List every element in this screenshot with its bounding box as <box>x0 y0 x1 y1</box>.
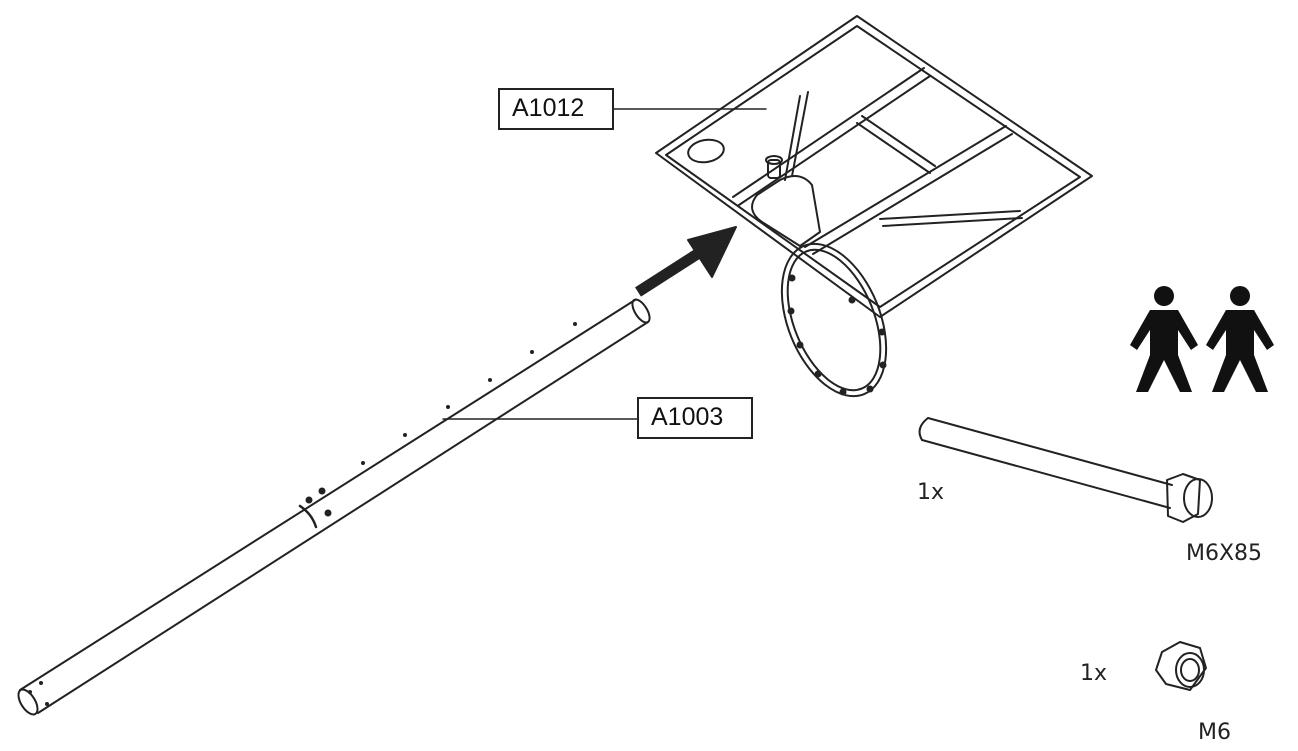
hex-nut-icon <box>1155 641 1207 691</box>
two-person-icon <box>1130 286 1274 392</box>
pole-tube <box>17 298 651 716</box>
person-icon <box>1130 286 1198 392</box>
part-label-pole: A1003 <box>637 397 753 439</box>
hex-bolt-icon <box>918 417 1213 523</box>
bolt-size-label: M6X85 <box>1186 541 1263 566</box>
person-icon <box>1206 286 1274 392</box>
backboard-frame <box>655 15 1093 318</box>
nut-size-label: M6 <box>1198 720 1231 745</box>
basketball-rim <box>780 242 888 398</box>
insert-arrow-icon <box>635 226 737 297</box>
bolt-quantity: 1x <box>917 480 945 505</box>
nut-quantity: 1x <box>1080 661 1108 686</box>
part-label-board: A1012 <box>498 88 614 130</box>
